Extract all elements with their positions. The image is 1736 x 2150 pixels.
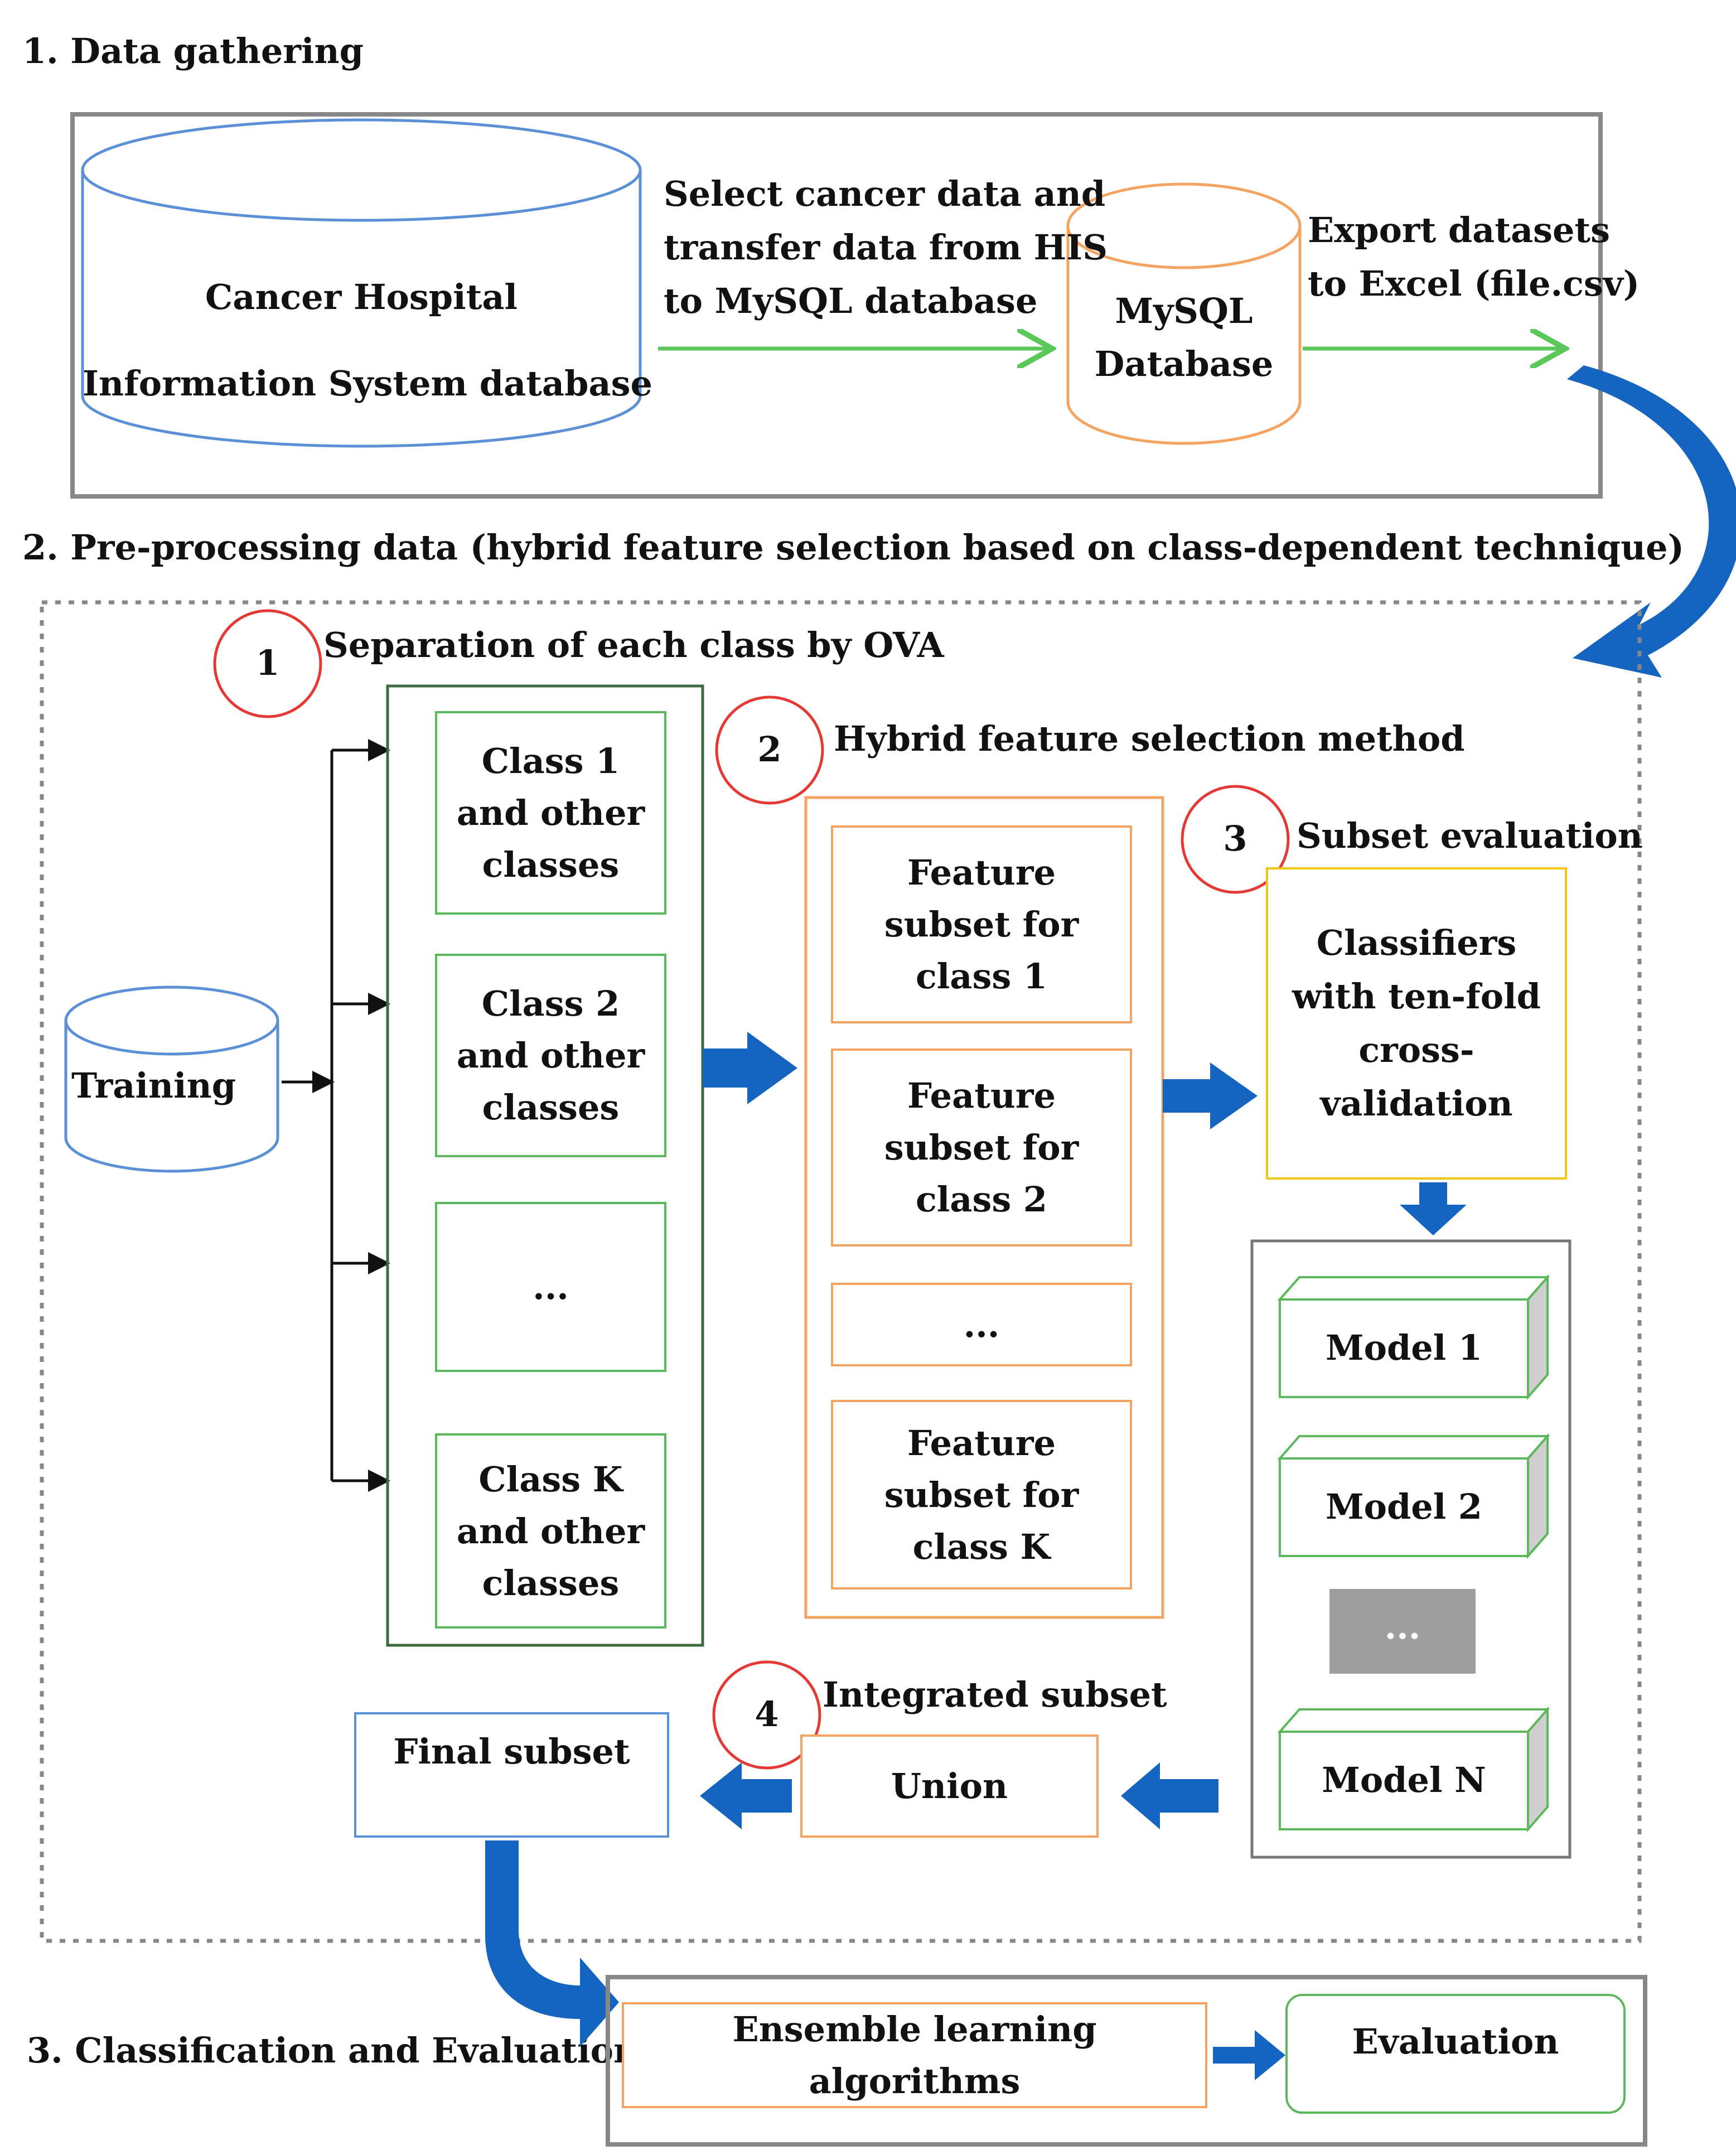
class-split-connector xyxy=(282,739,390,1492)
model-2-label: Model 2 xyxy=(1325,1486,1483,1527)
ensemble-learning-box: Ensemble learning algorithms xyxy=(622,2002,1207,2108)
evaluation-box: Evaluation xyxy=(1285,1994,1626,2114)
models-container xyxy=(1250,1239,1571,1859)
curved-transition-arrow xyxy=(1567,365,1736,678)
section-title-classification: 3. Classification and Evaluation xyxy=(27,2030,639,2071)
feature-1-line-1: Feature xyxy=(907,852,1056,893)
step-2-circle xyxy=(715,695,824,805)
class-2-box: Class 2 and other classes xyxy=(435,954,666,1157)
arrow-ensemble-to-evaluation xyxy=(1213,2030,1285,2080)
classifiers-box: Classifiers with ten-fold cross- validat… xyxy=(1266,867,1567,1180)
model-2-box-graphic xyxy=(1277,1433,1550,1559)
feature-k-line-3: class K xyxy=(912,1526,1051,1567)
feature-ellipsis-text: ... xyxy=(963,1304,1000,1345)
class-1-box: Class 1 and other classes xyxy=(435,711,666,915)
model-1-label: Model 1 xyxy=(1325,1327,1483,1368)
training-database-icon xyxy=(64,985,279,1173)
step-4-number: 4 xyxy=(755,1694,779,1735)
section-title-data-gathering: 1. Data gathering xyxy=(22,31,364,71)
preprocessing-frame xyxy=(40,600,1642,1943)
classifiers-line-4: validation xyxy=(1320,1083,1513,1124)
class-2-line-3: classes xyxy=(482,1087,620,1128)
class-ellipsis-text: ... xyxy=(533,1267,569,1307)
arrow-union-to-final xyxy=(700,1762,792,1829)
step-3-label: Subset evaluation xyxy=(1297,815,1643,856)
feature-1-line-2: subset for xyxy=(884,904,1079,945)
ensemble-learning-label: Ensemble learning algorithms xyxy=(732,2009,1097,2101)
feature-k-line-1: Feature xyxy=(907,1422,1056,1463)
union-box: Union xyxy=(800,1735,1099,1838)
step-1-circle xyxy=(213,609,322,718)
step-3-number: 3 xyxy=(1223,818,1247,859)
step-4-label: Integrated subset xyxy=(823,1674,1167,1715)
mysql-database-label: MySQL Database xyxy=(1094,291,1274,384)
classifiers-line-1: Classifiers xyxy=(1316,922,1517,963)
model-n-box-graphic xyxy=(1277,1706,1550,1833)
feature-subset-ellipsis-box: ... xyxy=(831,1283,1132,1366)
step-3-circle xyxy=(1181,785,1290,894)
his-database-icon xyxy=(81,118,642,448)
training-label: Training xyxy=(71,1065,236,1106)
final-subset-label: Final subset xyxy=(393,1731,630,1772)
mysql-database-icon xyxy=(1066,182,1302,445)
class-k-line-3: classes xyxy=(482,1562,620,1603)
model-1-box-graphic xyxy=(1277,1274,1550,1400)
class-2-line-1: Class 2 xyxy=(481,983,620,1024)
his-database-label: Cancer Hospital Information System datab… xyxy=(83,277,652,404)
union-label: Union xyxy=(891,1766,1008,1806)
class-1-line-1: Class 1 xyxy=(481,741,620,781)
class-2-line-2: and other xyxy=(456,1035,645,1076)
feature-subset-1-box: Feature subset for class 1 xyxy=(831,825,1132,1023)
model-ellipsis-box-graphic xyxy=(1329,1589,1476,1674)
feature-subset-2-box: Feature subset for class 2 xyxy=(831,1049,1132,1246)
step-1-label: Separation of each class by OVA xyxy=(323,625,944,665)
export-description: Export datasets to Excel (file.csv) xyxy=(1308,210,1640,304)
model-ellipsis-label: ... xyxy=(1384,1606,1421,1647)
classifiers-line-3: cross- xyxy=(1358,1030,1474,1070)
feature-k-line-2: subset for xyxy=(884,1474,1079,1515)
class-k-box: Class K and other classes xyxy=(435,1433,666,1629)
evaluation-label: Evaluation xyxy=(1352,2021,1559,2062)
arrow-classifiers-to-models xyxy=(1400,1182,1467,1235)
feature-1-line-3: class 1 xyxy=(915,956,1047,997)
step-1-number: 1 xyxy=(255,642,280,683)
data-gathering-frame xyxy=(70,112,1603,499)
classifiers-line-2: with ten-fold xyxy=(1292,975,1541,1017)
arrow-models-to-union xyxy=(1121,1762,1218,1829)
transfer-description: Select cancer data and transfer data fro… xyxy=(664,173,1108,321)
step-2-number: 2 xyxy=(757,729,782,770)
step-4-circle xyxy=(712,1660,821,1770)
class-k-line-1: Class K xyxy=(478,1458,623,1500)
feature-subset-k-box: Feature subset for class K xyxy=(831,1400,1132,1589)
final-subset-box: Final subset xyxy=(354,1712,669,1838)
model-n-label: Model N xyxy=(1322,1760,1486,1800)
arrow-classes-to-features xyxy=(703,1032,797,1104)
step-2-label: Hybrid feature selection method xyxy=(834,718,1465,759)
section-title-preprocessing: 2. Pre-processing data (hybrid feature s… xyxy=(22,527,1684,568)
class-container xyxy=(386,684,704,1647)
classification-frame xyxy=(606,1975,1647,2147)
class-k-line-2: and other xyxy=(456,1510,645,1552)
feature-container xyxy=(804,796,1164,1619)
feature-2-line-3: class 2 xyxy=(915,1179,1047,1220)
arrow-final-to-ensemble xyxy=(485,1840,619,2047)
class-1-line-2: and other xyxy=(456,793,645,833)
feature-2-line-1: Feature xyxy=(907,1075,1056,1116)
class-ellipsis-box: ... xyxy=(435,1202,666,1372)
feature-2-line-2: subset for xyxy=(884,1127,1079,1168)
arrow-features-to-classifiers xyxy=(1163,1062,1258,1129)
class-1-line-3: classes xyxy=(482,844,620,885)
